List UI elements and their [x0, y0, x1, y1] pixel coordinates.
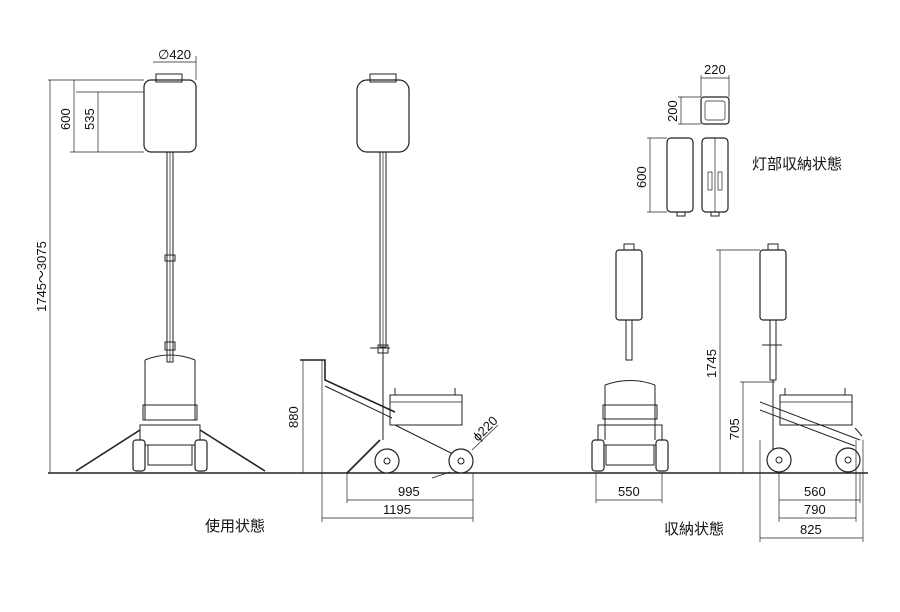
side-view-stored [759, 243, 863, 473]
stored-lamp-side [759, 249, 787, 321]
caption-lamp-stored: 灯部収納状態 [752, 155, 842, 173]
dim-handle-height-880: 880 [286, 406, 301, 428]
front-view-in-use [75, 73, 266, 472]
dim-lamp-height-600: 600 [58, 108, 73, 130]
dim-height-range: 1745～3075 [34, 241, 49, 312]
front-dimensions: ∅420 600 535 1745～3075 [34, 47, 197, 473]
front-view-stored [591, 243, 669, 472]
front-wheel-side [448, 448, 474, 474]
front-wheel-stored [835, 447, 861, 473]
dim-wheel-diameter: ϕ220 [470, 413, 501, 444]
handle-bar [300, 359, 396, 413]
dim-lamp-height-535: 535 [82, 108, 97, 130]
dim-width-790: 790 [804, 502, 826, 517]
stored-lamp-front [615, 249, 643, 321]
dim-width-825: 825 [800, 522, 822, 537]
cart-frame-stored [779, 394, 853, 426]
dim-lamp-side-600: 600 [634, 166, 649, 188]
tripod-leg-left [75, 429, 141, 472]
front-stored-dimensions: 550 [595, 473, 663, 503]
lamp-top-view [700, 96, 730, 125]
cart-frame-side [389, 394, 463, 426]
side-view-in-use: ϕ220 [300, 73, 501, 479]
folded-handle [759, 401, 861, 447]
lamp-head-front [143, 79, 197, 153]
dim-height-1745: 1745 [704, 349, 719, 378]
lamp-head-side [356, 79, 410, 153]
side-dimensions: 880 995 1195 使用状態 [205, 359, 474, 535]
dim-lamp-diameter: ∅420 [158, 47, 191, 62]
caption-stored: 収納状態 [664, 520, 724, 538]
lamp-stored-views: 220 200 600 灯部収納状態 [634, 62, 842, 217]
dim-width-995: 995 [398, 484, 420, 499]
rear-wheel-stored [766, 447, 792, 473]
lamp-side-view-a [666, 137, 694, 213]
dim-width-550: 550 [618, 484, 640, 499]
dim-top-200: 200 [665, 100, 680, 122]
rear-wheel-side [374, 448, 400, 474]
tripod-leg-right [199, 429, 266, 472]
side-stored-dimensions: 1745 705 560 790 825 収納状態 [664, 249, 864, 542]
dim-width-1195: 1195 [383, 502, 411, 517]
dim-height-705: 705 [727, 418, 742, 440]
caption-in-use: 使用状態 [205, 517, 265, 535]
dim-top-220: 220 [704, 62, 726, 77]
dim-width-560: 560 [804, 484, 826, 499]
